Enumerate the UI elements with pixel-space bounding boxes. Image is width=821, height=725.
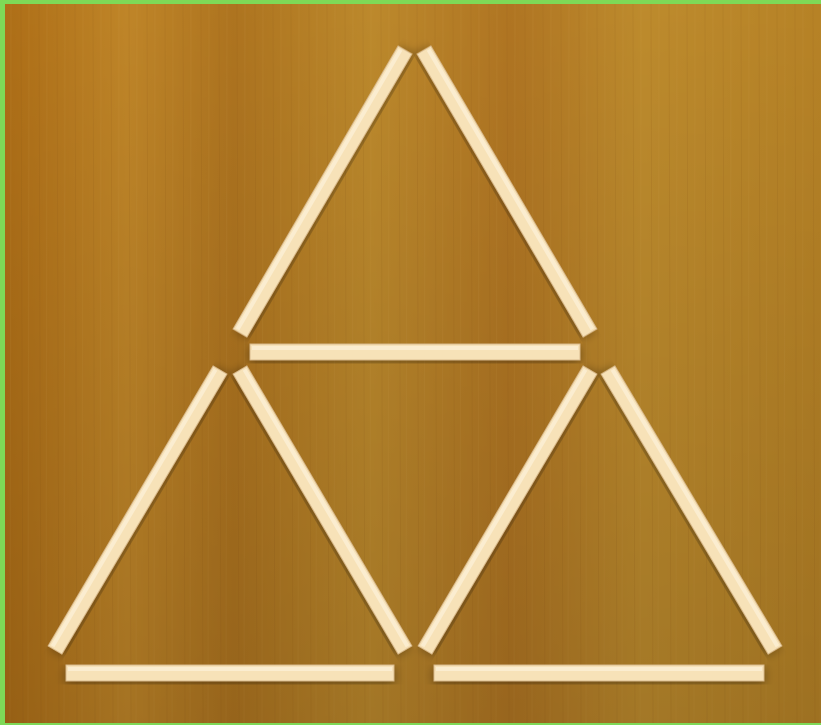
stick-bottom-left-base[interactable]	[66, 665, 394, 681]
wood-shading	[5, 4, 821, 723]
stick-top-base[interactable]	[250, 344, 580, 360]
stick-bottom-right-base[interactable]	[434, 665, 764, 681]
stick-bottom-right-base-highlight	[436, 667, 762, 671]
stick-top-base-highlight	[252, 346, 578, 350]
stick-bottom-left-base-highlight	[68, 667, 392, 671]
